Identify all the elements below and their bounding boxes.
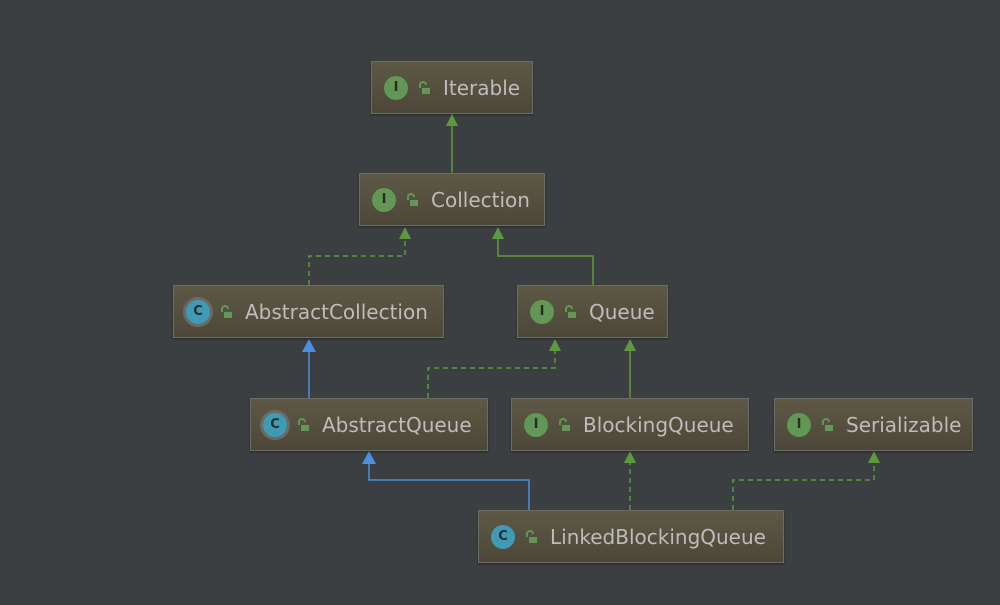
node-blocking-queue[interactable]: I BlockingQueue — [511, 398, 749, 451]
arrowhead — [446, 114, 458, 126]
node-label: Iterable — [443, 75, 521, 100]
abstract-class-icon: C — [186, 299, 210, 324]
interface-icon: I — [787, 412, 811, 437]
node-label: BlockingQueue — [583, 412, 734, 437]
node-linked-blocking-queue[interactable]: C LinkedBlockingQueue — [478, 510, 784, 563]
interface-icon: I — [524, 412, 548, 437]
node-label: Queue — [589, 299, 655, 324]
arrowhead — [362, 451, 376, 464]
public-lock-icon — [822, 417, 833, 431]
node-abstract-collection[interactable]: C AbstractCollection — [173, 285, 444, 338]
interface-icon: I — [530, 299, 554, 324]
arrowhead — [302, 339, 316, 352]
edge-lbq-serializable — [732, 462, 875, 510]
class-icon: C — [491, 524, 515, 549]
arrowhead — [624, 451, 636, 463]
public-lock-icon — [221, 304, 232, 318]
public-lock-icon — [298, 417, 309, 431]
arrowhead — [868, 451, 880, 463]
node-abstract-queue[interactable]: C AbstractQueue — [250, 398, 488, 451]
edge-abstractcollection-collection — [308, 238, 406, 285]
arrowhead — [492, 227, 504, 239]
arrowhead — [399, 227, 411, 239]
public-lock-icon — [407, 192, 418, 206]
public-lock-icon — [526, 529, 537, 543]
node-label: AbstractCollection — [245, 299, 428, 324]
edge-lbq-abstractqueue — [368, 462, 530, 510]
edge-queue-collection — [497, 238, 594, 285]
node-label: AbstractQueue — [322, 412, 472, 437]
node-queue[interactable]: I Queue — [517, 285, 668, 338]
node-label: Serializable — [846, 412, 962, 437]
node-serializable[interactable]: I Serializable — [774, 398, 973, 451]
arrowhead — [624, 339, 636, 351]
node-label: Collection — [431, 187, 530, 212]
edge-abstractqueue-queue — [427, 350, 556, 398]
abstract-class-icon: C — [263, 412, 287, 437]
public-lock-icon — [559, 417, 570, 431]
arrowhead — [549, 339, 561, 351]
interface-icon: I — [384, 75, 408, 100]
interface-icon: I — [372, 187, 396, 212]
public-lock-icon — [419, 80, 430, 94]
node-iterable[interactable]: I Iterable — [371, 61, 533, 114]
node-collection[interactable]: I Collection — [359, 173, 545, 226]
public-lock-icon — [565, 304, 576, 318]
node-label: LinkedBlockingQueue — [550, 524, 766, 549]
